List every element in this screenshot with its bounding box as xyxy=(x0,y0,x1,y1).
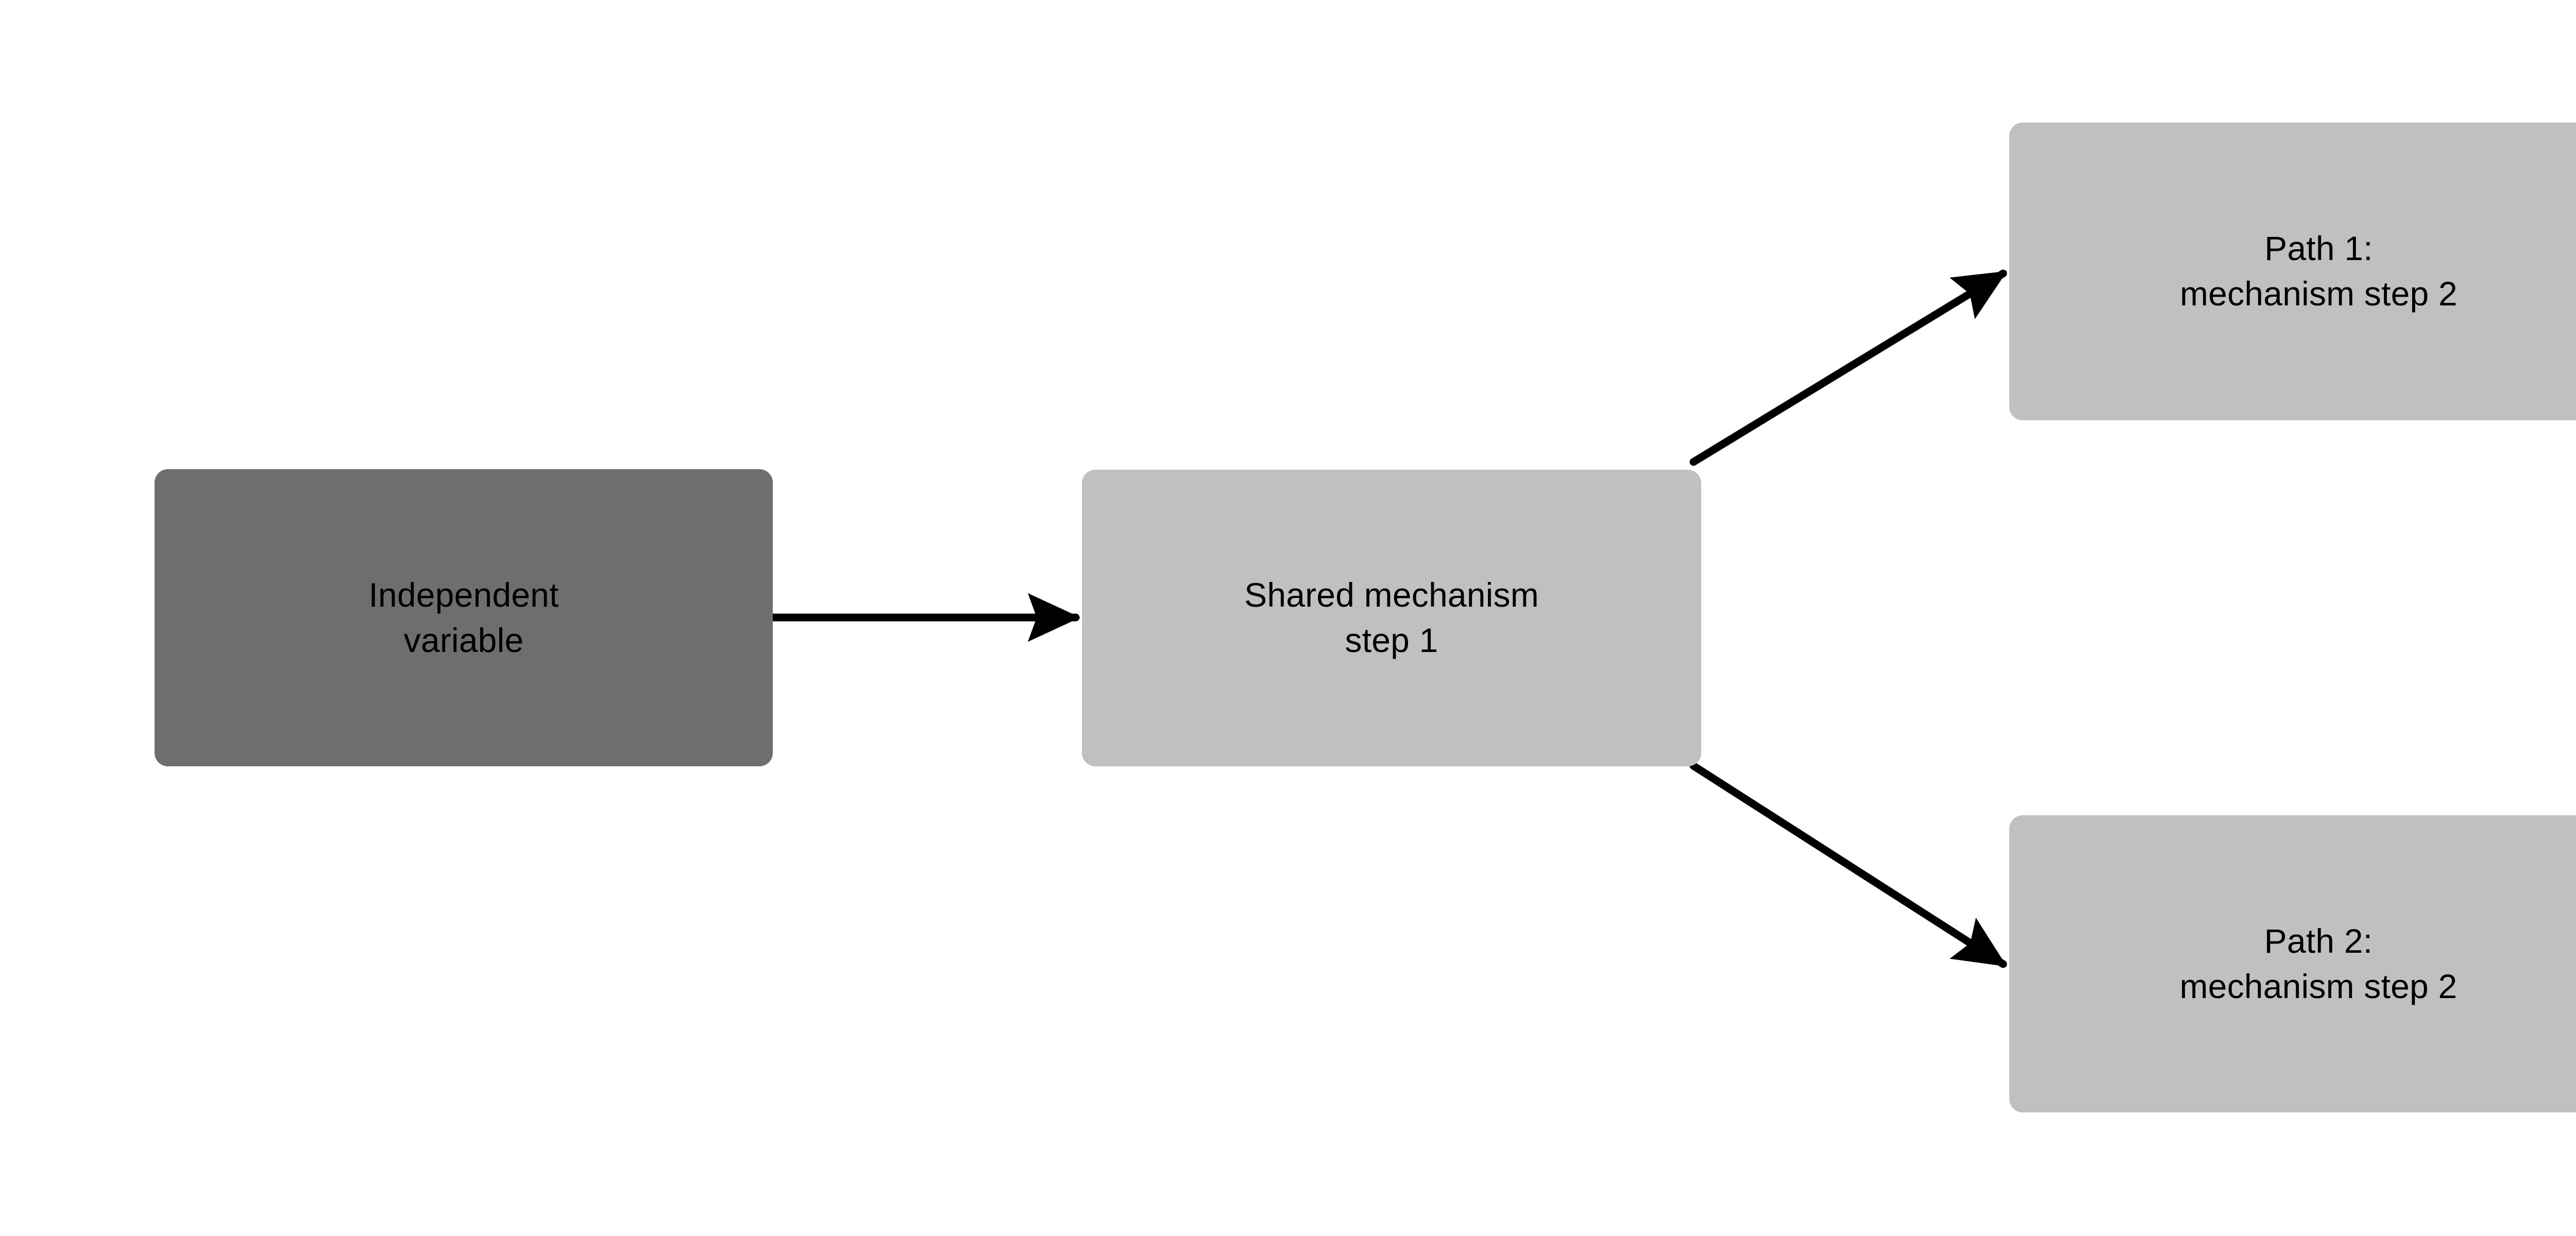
node-independent-variable[interactable]: Independent variable xyxy=(155,469,773,766)
node-path-1[interactable]: Path 1: mechanism step 2 xyxy=(2009,123,2576,420)
node-path-2[interactable]: Path 2: mechanism step 2 xyxy=(2009,815,2576,1112)
node-label-shared-mechanism: Shared mechanism step 1 xyxy=(1244,576,1539,659)
node-label-path-1: Path 1: mechanism step 2 xyxy=(2180,229,2458,313)
edge-shared-to-p2 xyxy=(1689,762,2007,968)
node-label-path-2: Path 2: mechanism step 2 xyxy=(2179,921,2458,1005)
node-label-independent-variable: Independent variable xyxy=(368,575,559,659)
node-shared-mechanism[interactable]: Shared mechanism step 1 xyxy=(1082,470,1701,766)
edge-shared-to-p1 xyxy=(1689,269,2007,466)
